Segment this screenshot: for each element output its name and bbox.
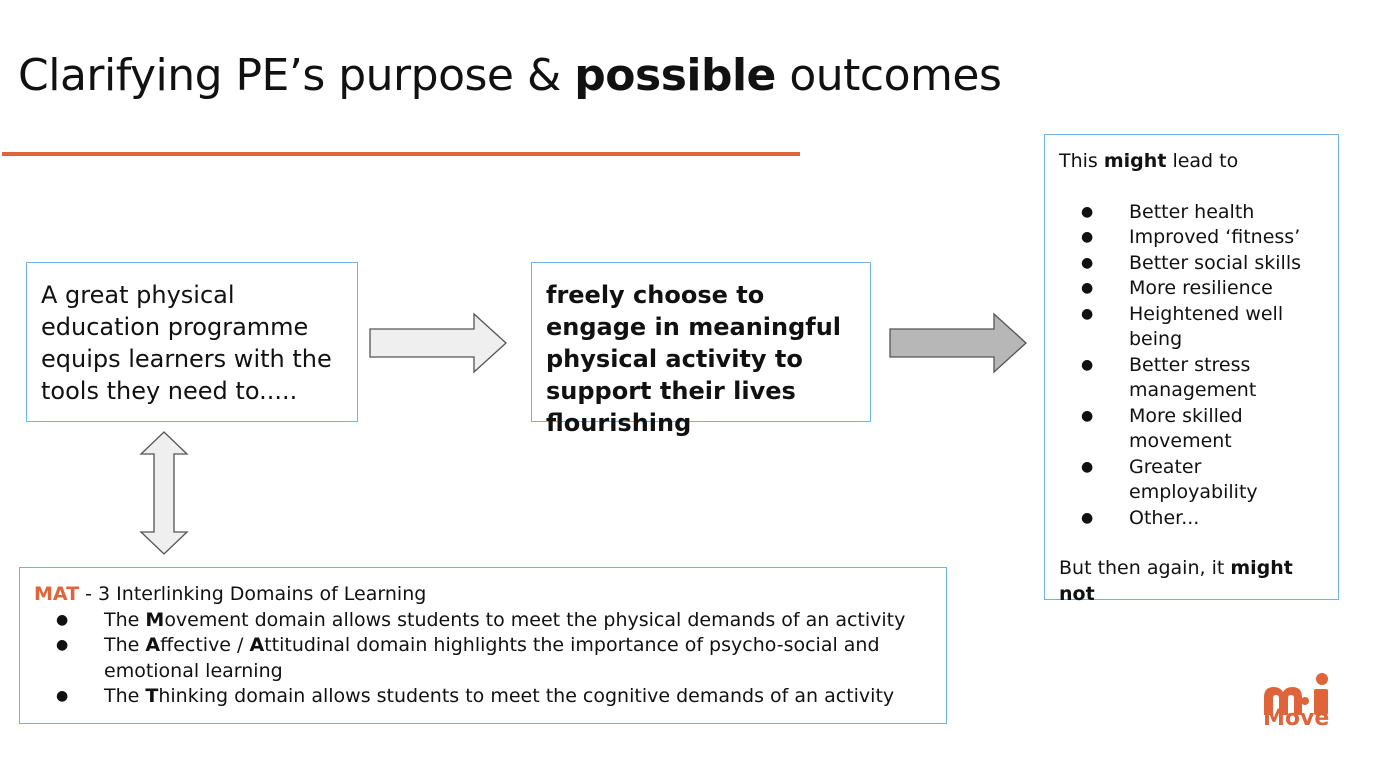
double-vertical-arrow xyxy=(139,431,189,555)
list-item: Improved ‘fitness’ xyxy=(1059,225,1324,251)
mat-domains-box: MAT - 3 Interlinking Domains of Learning… xyxy=(19,567,947,724)
list-item: Better social skills xyxy=(1059,251,1324,277)
list-item: Better health xyxy=(1059,200,1324,226)
choose-text: freely choose to engage in meaningful ph… xyxy=(546,281,842,437)
mat-label: MAT xyxy=(34,583,80,605)
list-item: Better stress management xyxy=(1059,353,1324,404)
mi-move-logo-mark: mi xyxy=(1258,660,1328,715)
slide-title: Clarifying PE’s purpose & possible outco… xyxy=(18,50,1002,101)
list-item: The Affective / Attitudinal domain highl… xyxy=(34,633,932,684)
svg-text:mi: mi xyxy=(1258,660,1278,675)
intro-text: A great physical education programme equ… xyxy=(41,281,332,405)
list-item: Other... xyxy=(1059,506,1324,532)
list-item: More skilled movement xyxy=(1059,404,1324,455)
list-item: Heightened well being xyxy=(1059,302,1324,353)
right-arrow-dark xyxy=(889,312,1027,374)
outcomes-list: Better health Improved ‘fitness’ Better … xyxy=(1059,200,1324,532)
list-item: Greater employability xyxy=(1059,455,1324,506)
logo-wordmark: Move xyxy=(1263,706,1330,731)
title-underline xyxy=(2,152,800,156)
list-item: The Movement domain allows students to m… xyxy=(34,608,932,634)
mat-list: The Movement domain allows students to m… xyxy=(34,608,932,710)
list-item: More resilience xyxy=(1059,276,1324,302)
list-item: The Thinking domain allows students to m… xyxy=(34,684,932,710)
outcomes-box: This might lead to Better health Improve… xyxy=(1044,134,1339,605)
intro-text-box: A great physical education programme equ… xyxy=(26,262,358,422)
outcomes-closing: But then again, it might not xyxy=(1059,557,1293,605)
choose-text-box: freely choose to engage in meaningful ph… xyxy=(531,262,871,437)
outcomes-lead: This might lead to xyxy=(1059,150,1239,172)
mat-heading: MAT - 3 Interlinking Domains of Learning xyxy=(34,583,427,605)
right-arrow-light xyxy=(369,312,507,374)
